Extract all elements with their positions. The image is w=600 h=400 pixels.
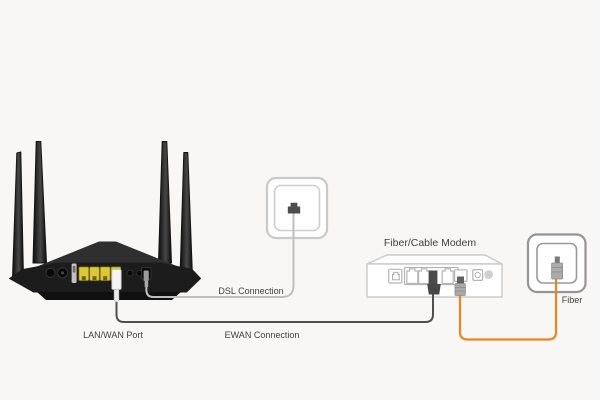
power-jack-pin: [61, 271, 65, 275]
fiber-connector-modem: [454, 276, 466, 296]
lan-port: [78, 266, 89, 281]
indicator-led: [126, 269, 134, 277]
modem-top-face: [366, 254, 503, 265]
lan-port-slot: [103, 276, 108, 281]
modem-dsl-port-jack-icon: [392, 271, 400, 281]
modem-power-button: [484, 270, 493, 279]
router-antennas: [12, 141, 193, 279]
lan-port: [89, 266, 100, 281]
modem-lan-port: [406, 268, 419, 285]
router-base: [37, 292, 181, 300]
phone-jack-icon: [287, 202, 301, 214]
router: [9, 141, 201, 300]
fiber-label: Fiber: [561, 295, 583, 305]
wps-button: [45, 267, 56, 278]
antenna-icon: [12, 151, 24, 279]
modem: [366, 254, 503, 298]
lan-port: [100, 266, 111, 281]
modem-lan-port: [441, 268, 454, 285]
usb-port-slot: [72, 266, 76, 273]
lan-port-slot: [81, 276, 86, 281]
antenna-icon: [179, 152, 193, 278]
ethernet-plug-white: [111, 269, 122, 303]
modem-power-jack-hole: [474, 271, 481, 279]
dsl-connection-label: DSL Connection: [218, 286, 284, 296]
modem-dsl-port: [388, 268, 403, 284]
fiber-connector-icon: [551, 256, 563, 280]
ewan-connection-label: EWAN Connection: [224, 330, 300, 340]
antenna-icon: [158, 141, 172, 264]
lan-port-slot: [92, 276, 97, 281]
ewan-cable: [115, 290, 434, 323]
fiber-cable: [458, 275, 558, 341]
lan-wan-port-label: LAN/WAN Port: [83, 330, 143, 340]
modem-lan-port: [418, 268, 431, 285]
antenna-icon: [32, 141, 47, 264]
dsl-plug-gray: [143, 270, 149, 288]
ethernet-plug-dark: [427, 270, 441, 295]
modem-label: Fiber/Cable Modem: [383, 237, 477, 249]
dsl-cable: [145, 210, 295, 298]
